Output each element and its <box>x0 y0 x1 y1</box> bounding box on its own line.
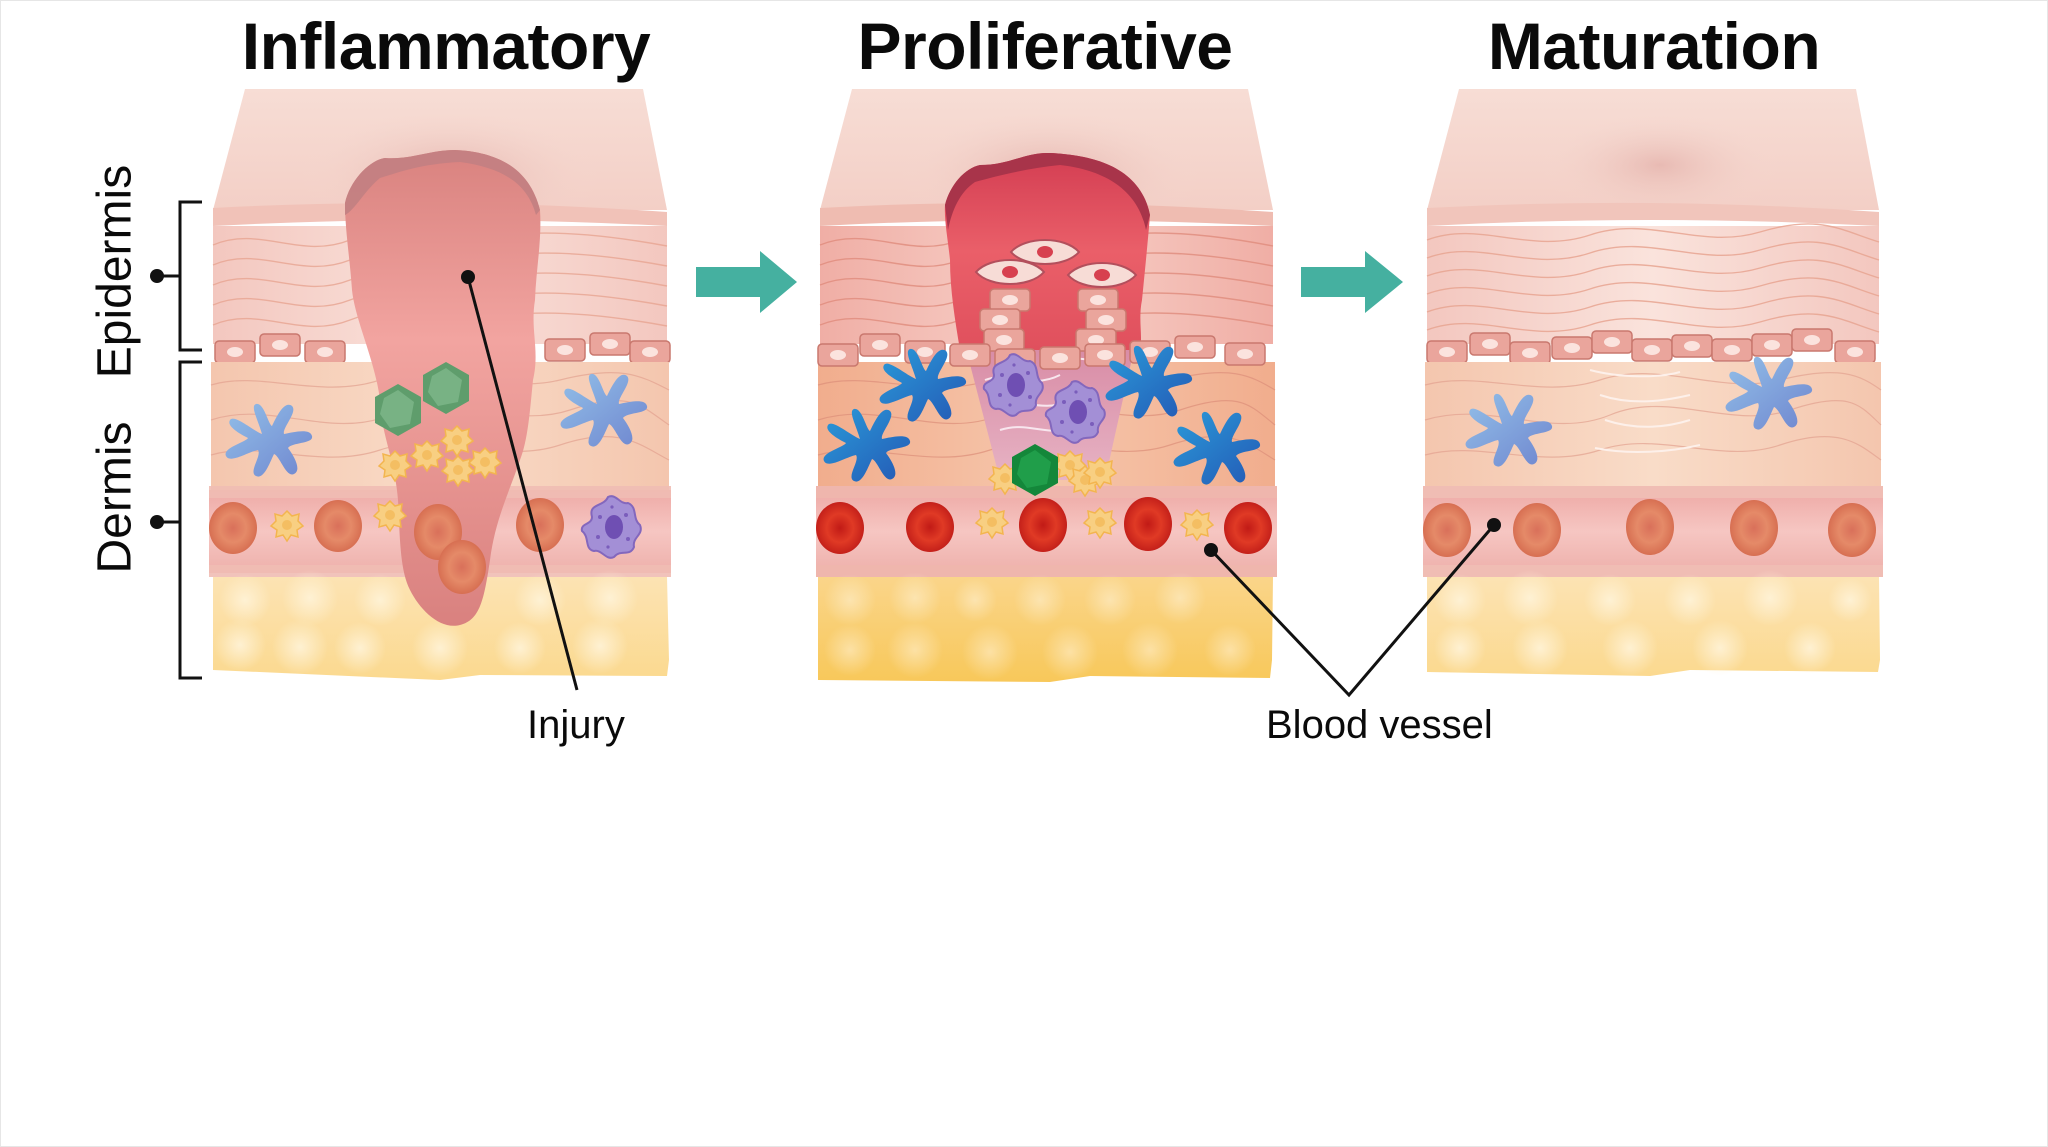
epidermis-dot <box>150 269 164 283</box>
stage-title-inflammatory: Inflammatory <box>241 9 651 83</box>
panel-proliferative <box>816 89 1277 682</box>
stage-title-maturation: Maturation <box>1487 9 1821 83</box>
dermis-bracket <box>157 360 202 680</box>
blood-vessel-pointer <box>1204 518 1501 698</box>
dermis-dot <box>150 515 164 529</box>
injury-pointer <box>461 270 579 691</box>
red-blood-cells <box>816 497 1272 554</box>
panel-inflammatory <box>209 89 671 680</box>
arrow-right-icon <box>696 251 797 313</box>
red-blood-cells <box>1423 499 1876 557</box>
epidermis-label: Epidermis <box>88 164 142 379</box>
panel-maturation <box>1423 89 1883 676</box>
stage-title-proliferative: Proliferative <box>857 9 1234 83</box>
dermis-label: Dermis <box>88 421 142 574</box>
blood-vessel-label: Blood vessel <box>1266 703 1493 747</box>
arrow-right-icon <box>1301 251 1403 313</box>
red-blood-cells <box>209 498 564 594</box>
injury-label: Injury <box>527 703 625 747</box>
